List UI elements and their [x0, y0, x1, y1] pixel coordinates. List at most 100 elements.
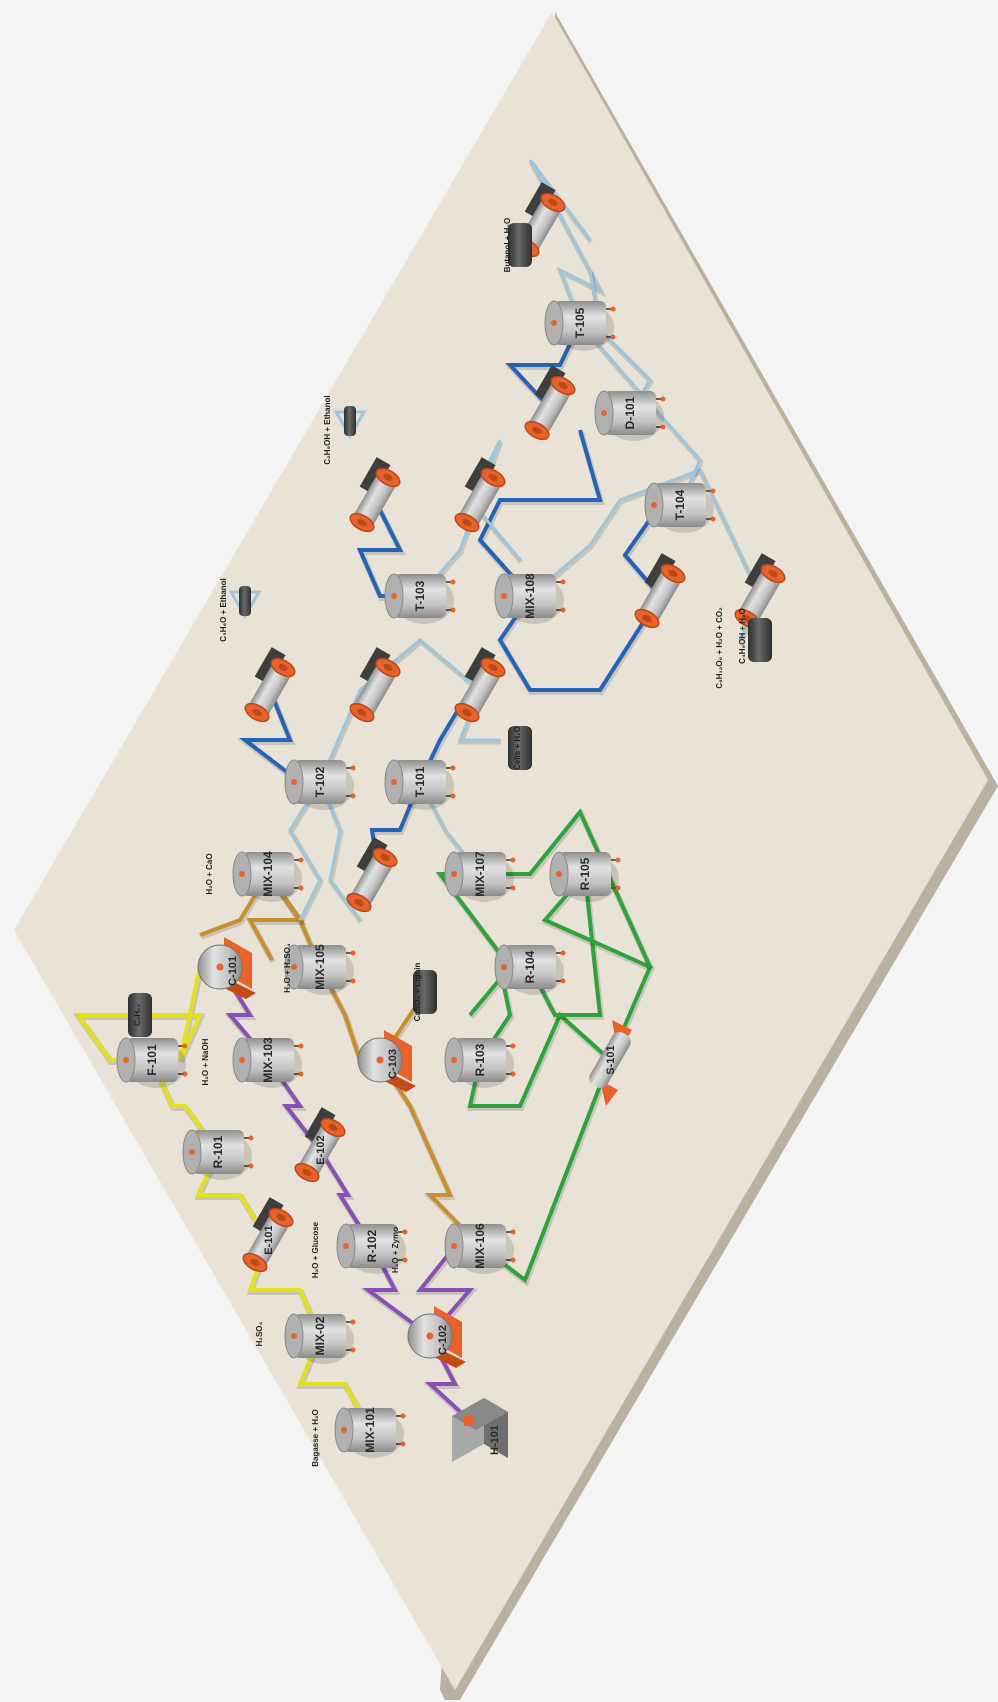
stream-label-bagasse: Bagasse + H₂O	[311, 1409, 320, 1467]
unit-label: MIX-103	[261, 1037, 275, 1083]
unit-t-103[interactable]: T-103	[385, 574, 456, 624]
vessel-nozzle	[391, 779, 397, 785]
unit-r-101[interactable]: R-101	[183, 1130, 254, 1180]
stream-label-acetone-top: C₃H₆O + Ethanol	[219, 578, 228, 642]
unit-label: T-101	[413, 766, 427, 797]
unit-label: MIX-02	[313, 1316, 327, 1355]
stream-label-ethanol-top: C₂H₅OH + Ethanol	[323, 395, 332, 464]
unit-label: MIX-108	[523, 573, 537, 619]
unit-mix-105[interactable]: MIX-105	[285, 944, 356, 995]
nozzle	[403, 1230, 408, 1235]
unit-label: MIX-101	[363, 1407, 377, 1453]
unit-label: T-102	[313, 766, 327, 797]
nozzle	[401, 1414, 406, 1419]
unit-mix-107[interactable]: MIX-107	[445, 851, 516, 902]
drum-body	[239, 586, 251, 616]
nozzle	[351, 1320, 356, 1325]
stream-label-product-bottom: C₄H₉OH + H₂O	[738, 608, 747, 664]
drum-body	[344, 406, 356, 436]
vessel-nozzle	[239, 1057, 245, 1063]
unit-mix-02[interactable]: MIX-02	[285, 1314, 356, 1364]
unit-label: MIX-107	[473, 851, 487, 897]
stream-label-waste: C₆H₁₂O₆ + H₂O + CO₂	[715, 607, 724, 689]
nozzle	[451, 766, 456, 771]
unit-label: MIX-106	[473, 1223, 487, 1269]
unit-t-104[interactable]: T-104	[645, 483, 716, 533]
nozzle	[616, 858, 621, 863]
unit-mix-108[interactable]: MIX-108	[495, 573, 566, 624]
vessel-nozzle	[239, 871, 245, 877]
stream-label-h2o-zymo: H₂O + Zymo	[391, 1227, 400, 1273]
stream-label-h2o-h2so4: H₂O + H₂SO₄	[283, 943, 292, 993]
drum-nozzle	[427, 1333, 434, 1340]
drum-nozzle	[377, 1057, 384, 1064]
stream-label-gypsum: CaSO₄ + Lignin	[413, 963, 422, 1022]
unit-t-102[interactable]: T-102	[285, 760, 356, 810]
nozzle	[183, 1044, 188, 1049]
vessel-nozzle	[451, 1057, 457, 1063]
nozzle	[299, 1044, 304, 1049]
unit-label: T-104	[673, 489, 687, 520]
nozzle	[561, 580, 566, 585]
nozzle	[661, 397, 666, 402]
unit-f-101[interactable]: F-101	[117, 1038, 188, 1088]
vessel-nozzle	[501, 593, 507, 599]
unit-label: C-102	[437, 1325, 449, 1355]
stream-label-h2o-glucose: H₂O + Glucose	[311, 1221, 320, 1278]
vessel-nozzle	[551, 320, 557, 326]
storage-drum-7	[748, 618, 772, 662]
drum-nozzle	[217, 964, 224, 971]
vessel-nozzle	[291, 779, 297, 785]
nozzle	[451, 580, 456, 585]
stream-label-c6h12: C₆H₁₂	[133, 1004, 142, 1026]
stream-label-cells: Cells + H₂O	[513, 726, 522, 770]
unit-label: T-103	[413, 580, 427, 611]
unit-label: S-101	[605, 1045, 617, 1074]
unit-t-105[interactable]: T-105	[545, 301, 616, 351]
nozzle	[351, 766, 356, 771]
vessel-nozzle	[189, 1149, 195, 1155]
vessel-nozzle	[123, 1057, 129, 1063]
unit-d-101[interactable]: D-101	[595, 391, 666, 441]
unit-label: T-105	[573, 307, 587, 338]
unit-label: R-103	[473, 1043, 487, 1076]
vessel-nozzle	[451, 871, 457, 877]
unit-label: D-101	[623, 396, 637, 429]
vessel-nozzle	[341, 1427, 347, 1433]
unit-label: R-105	[578, 857, 592, 890]
nozzle	[511, 1044, 516, 1049]
stream-label-butanol-h2o: Butanol + H₂O	[503, 218, 512, 272]
vessel-nozzle	[556, 871, 562, 877]
unit-label: C-103	[387, 1049, 399, 1079]
unit-mix-104[interactable]: MIX-104	[233, 851, 304, 902]
unit-mix-103[interactable]: MIX-103	[233, 1037, 304, 1088]
unit-label: R-104	[523, 950, 537, 983]
nozzle	[611, 307, 616, 312]
vessel-nozzle	[391, 593, 397, 599]
stream-label-h2so4: H₂SO₄	[255, 1321, 264, 1346]
unit-mix-106[interactable]: MIX-106	[445, 1223, 516, 1274]
unit-label: MIX-105	[313, 944, 327, 990]
unit-label: R-102	[365, 1229, 379, 1262]
nozzle	[511, 858, 516, 863]
unit-r-105[interactable]: R-105	[550, 852, 621, 902]
unit-mix-101[interactable]: MIX-101	[335, 1407, 406, 1458]
nozzle	[561, 951, 566, 956]
nozzle	[511, 1230, 516, 1235]
unit-t-101[interactable]: T-101	[385, 760, 456, 810]
nozzle	[299, 858, 304, 863]
unit-r-103[interactable]: R-103	[445, 1038, 516, 1088]
unit-label: R-101	[211, 1135, 225, 1168]
unit-label: C-101	[227, 956, 239, 986]
unit-label: E-102	[315, 1135, 327, 1164]
nozzle	[249, 1136, 254, 1141]
vessel-nozzle	[651, 502, 657, 508]
vessel-nozzle	[501, 964, 507, 970]
vessel-nozzle	[343, 1243, 349, 1249]
unit-r-104[interactable]: R-104	[495, 945, 566, 995]
vessel-nozzle	[291, 1333, 297, 1339]
drum-body	[748, 618, 772, 662]
heater-window	[464, 1416, 474, 1426]
stream-label-h2o-cao: H₂O + CaO	[205, 853, 214, 894]
